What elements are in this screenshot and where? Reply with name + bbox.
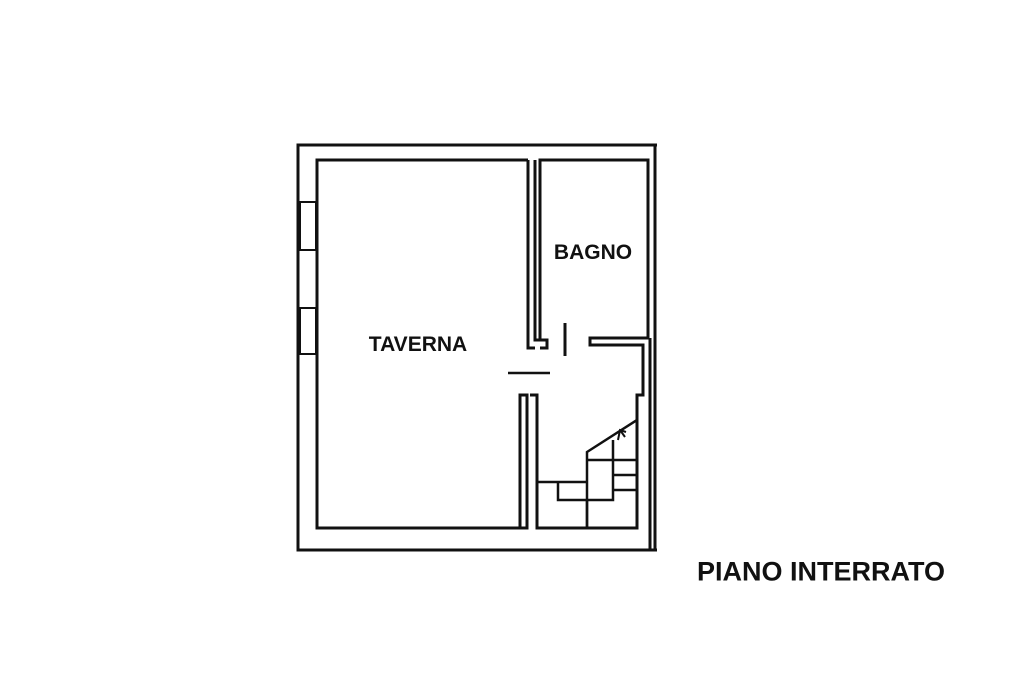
- taverna-walls: [315, 158, 549, 530]
- room-label-bagno: BAGNO: [553, 241, 633, 264]
- bagno-walls: [530, 158, 652, 550]
- plan-title: PIANO INTERRATO: [696, 556, 946, 587]
- room-label-taverna: TAVERNA: [368, 333, 468, 356]
- staircase: [537, 418, 638, 528]
- outer-wall: [296, 143, 657, 552]
- door-marks: [508, 323, 567, 375]
- windows: [299, 201, 317, 355]
